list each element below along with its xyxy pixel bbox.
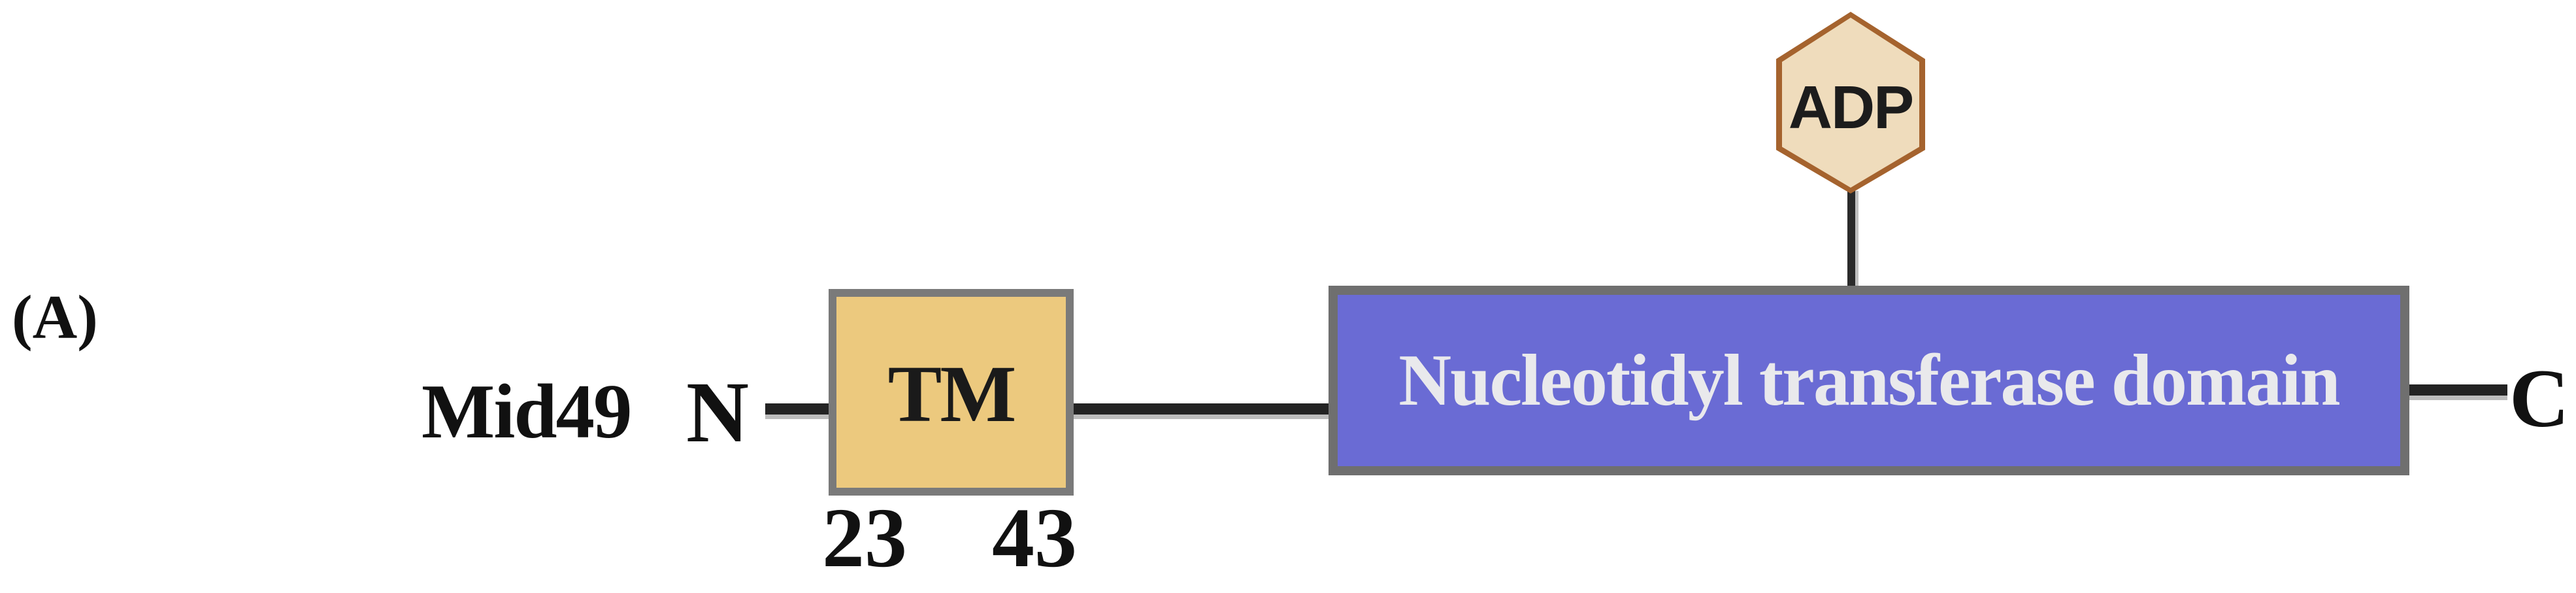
panel-label: (A) (12, 282, 98, 352)
adp-label: ADP (1788, 73, 1914, 141)
protein-name-label: Mid49 (421, 368, 633, 454)
adp-hexagon: ADP (1776, 12, 1925, 194)
backbone-line-tm-to-domain (1074, 403, 1331, 419)
nucleotidyl-transferase-domain-label: Nucleotidyl transferase domain (1398, 340, 2340, 421)
backbone-line-n-to-tm (765, 403, 829, 419)
backbone-line-domain-to-c (2409, 384, 2507, 400)
nucleotidyl-transferase-domain-box: Nucleotidyl transferase domain (1329, 286, 2409, 475)
n-terminus-label: N (686, 364, 750, 460)
adp-label-wrap: ADP (1776, 12, 1925, 194)
tm-domain-label: TM (887, 349, 1017, 439)
tm-end-residue-label: 43 (992, 491, 1077, 585)
tm-start-residue-label: 23 (822, 491, 907, 585)
c-terminus-label: C (2509, 353, 2569, 445)
tm-domain-box: TM (829, 289, 1074, 496)
adp-connector-line (1847, 191, 1858, 289)
